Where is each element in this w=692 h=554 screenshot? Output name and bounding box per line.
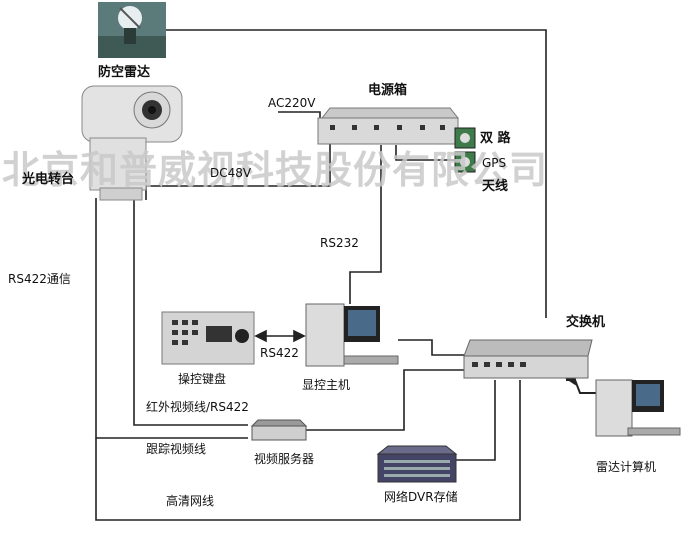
ir-line-label: 红外视频线/RS422	[146, 400, 249, 414]
radar-computer	[595, 379, 681, 437]
ir-line	[133, 200, 248, 426]
rs232-label: RS232	[320, 236, 359, 250]
host-to-switch	[398, 339, 468, 356]
gps-antenna-2	[454, 151, 476, 173]
network-dvr	[376, 445, 458, 483]
dc48v-line	[145, 140, 331, 200]
gps-line-2	[395, 145, 455, 161]
video-server-label: 视频服务器	[254, 452, 315, 466]
dc48v-label: DC48V	[210, 166, 252, 180]
keyboard-label: 操控键盘	[178, 372, 227, 386]
track-line-label: 跟踪视频线	[146, 442, 207, 456]
ac220v-label: AC220V	[268, 96, 316, 110]
gps-label: GPS	[482, 156, 507, 170]
air-defense-radar	[98, 2, 166, 58]
rs422-label: RS422	[260, 346, 299, 360]
company-watermark: 北京和普威视科技股份有限公司	[2, 148, 549, 192]
antenna-label: 天线	[482, 179, 509, 194]
gps-antenna-1	[454, 127, 476, 149]
radar-label: 防空雷达	[98, 65, 151, 80]
power-box	[317, 107, 460, 145]
connection-lines	[95, 29, 600, 521]
power-box-label: 电源箱	[368, 83, 408, 98]
ac220-line	[278, 111, 321, 125]
hd-line	[95, 380, 521, 521]
rs232-line	[349, 145, 382, 304]
dvr-label: 网络DVR存储	[384, 490, 458, 504]
host-label: 显控主机	[302, 378, 351, 392]
radar-computer-label: 雷达计算机	[596, 460, 657, 474]
electro-optical-turntable	[81, 85, 183, 201]
video-server	[250, 419, 308, 441]
control-keyboard	[161, 311, 255, 365]
hd-line-label: 高清网线	[166, 494, 215, 508]
dvr-to-switch	[456, 380, 496, 461]
dual-label: 双 路	[480, 131, 511, 146]
switch-label: 交换机	[566, 315, 606, 330]
turntable-label: 光电转台	[22, 172, 75, 187]
network-switch	[463, 339, 593, 379]
display-control-host	[305, 303, 399, 367]
rs422-comm-label: RS422通信	[8, 272, 71, 286]
radar-to-switch-line	[165, 29, 547, 318]
